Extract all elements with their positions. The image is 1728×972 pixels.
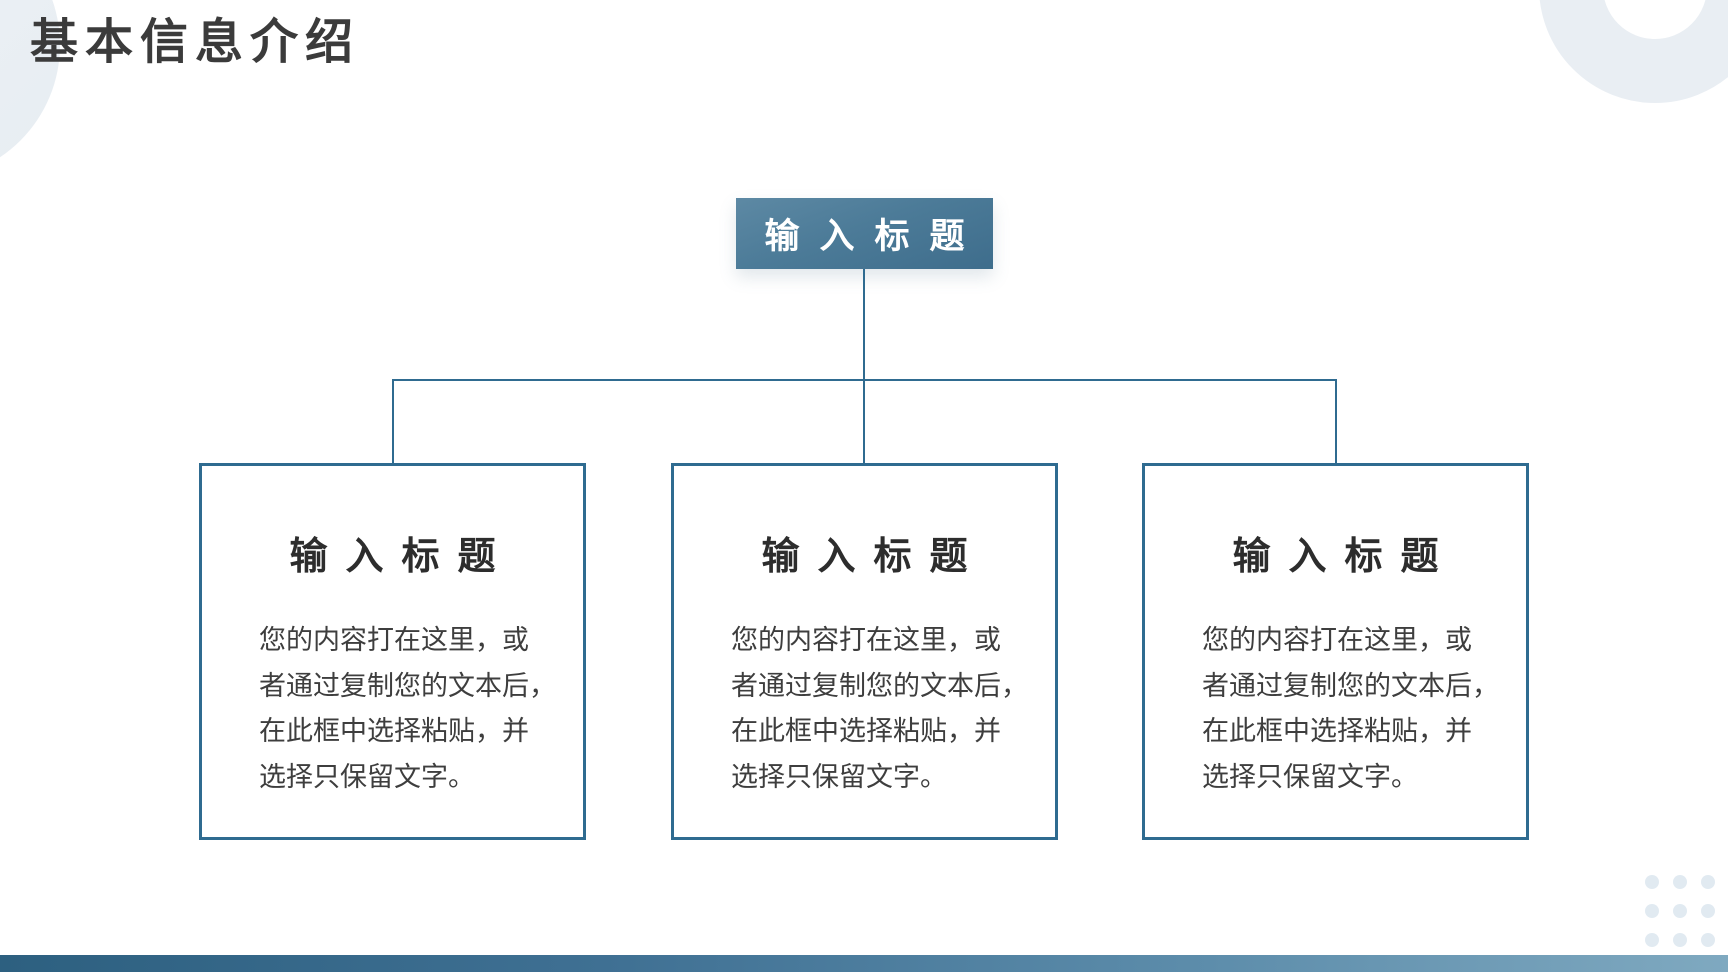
bottom-accent-bar [0,955,1728,972]
dot [1701,904,1715,918]
dot [1673,875,1687,889]
content-box-title: 输入标题 [761,536,986,578]
dot [1673,933,1687,947]
dot [1645,904,1659,918]
body-line: 在此框中选择粘贴，并 [1202,716,1472,746]
body-line: 您的内容打在这里，或 [259,625,529,655]
body-line: 您的内容打在这里，或 [1202,625,1472,655]
body-line: 者通过复制您的文本后， [731,670,1028,701]
content-box-body: 您的内容打在这里，或 者通过复制您的文本后， 在此框中选择粘贴，并 选择只保留文… [259,618,583,800]
body-line: 在此框中选择粘贴，并 [731,716,1001,746]
content-box-left: 输入标题 您的内容打在这里，或 者通过复制您的文本后， 在此框中选择粘贴，并 选… [199,463,586,840]
body-line: 者通过复制您的文本后， [259,670,556,701]
body-line: 您的内容打在这里，或 [731,625,1001,655]
content-box-middle: 输入标题 您的内容打在这里，或 者通过复制您的文本后， 在此框中选择粘贴，并 选… [671,463,1058,840]
body-line: 选择只保留文字。 [731,761,947,792]
dots-decoration [1645,875,1715,972]
connector-drop-middle [863,379,865,464]
dot [1645,933,1659,947]
root-title-node: 输入标题 [736,198,993,269]
connector-drop-left [392,379,394,464]
body-line: 者通过复制您的文本后， [1202,670,1499,701]
content-box-title: 输入标题 [289,536,514,578]
body-line: 选择只保留文字。 [1202,761,1418,792]
content-box-right: 输入标题 您的内容打在这里，或 者通过复制您的文本后， 在此框中选择粘贴，并 选… [1142,463,1529,840]
dot [1701,933,1715,947]
root-title-label: 输入标题 [764,217,985,256]
dot [1645,875,1659,889]
content-box-title: 输入标题 [1232,536,1457,578]
body-line: 在此框中选择粘贴，并 [259,716,529,746]
dot [1701,875,1715,889]
content-box-body: 您的内容打在这里，或 者通过复制您的文本后， 在此框中选择粘贴，并 选择只保留文… [731,618,1055,800]
body-line: 选择只保留文字。 [259,761,475,792]
slide-title: 基本信息介绍 [30,16,361,69]
corner-ring-decoration [1539,0,1728,103]
content-box-body: 您的内容打在这里，或 者通过复制您的文本后， 在此框中选择粘贴，并 选择只保留文… [1202,618,1526,800]
connector-root-stub [863,269,865,380]
dot [1673,904,1687,918]
connector-drop-right [1335,379,1337,464]
